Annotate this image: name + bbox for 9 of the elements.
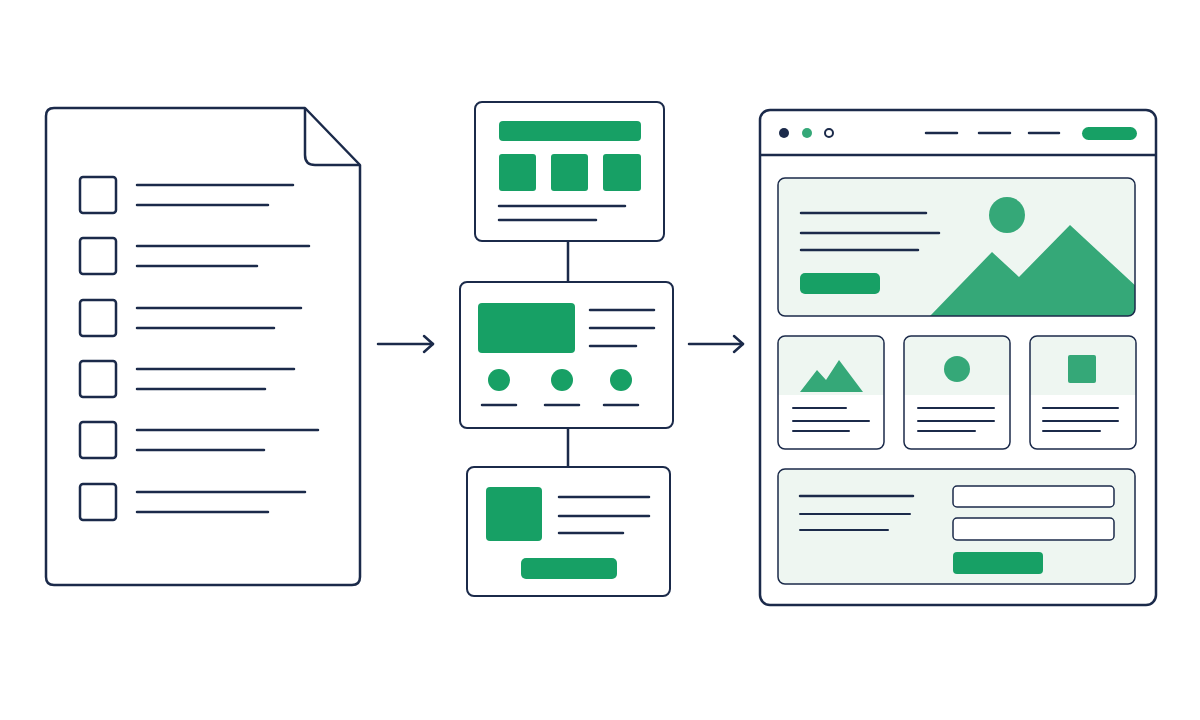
wireframe-card	[474, 101, 665, 242]
browser-window-illustration	[758, 108, 1158, 607]
connector-line	[566, 240, 570, 283]
wireframe-card	[466, 466, 671, 597]
connector-line	[566, 427, 570, 468]
arrow	[687, 334, 745, 354]
wireframe-card	[459, 281, 674, 429]
document-illustration	[44, 106, 362, 587]
arrow	[376, 334, 435, 354]
